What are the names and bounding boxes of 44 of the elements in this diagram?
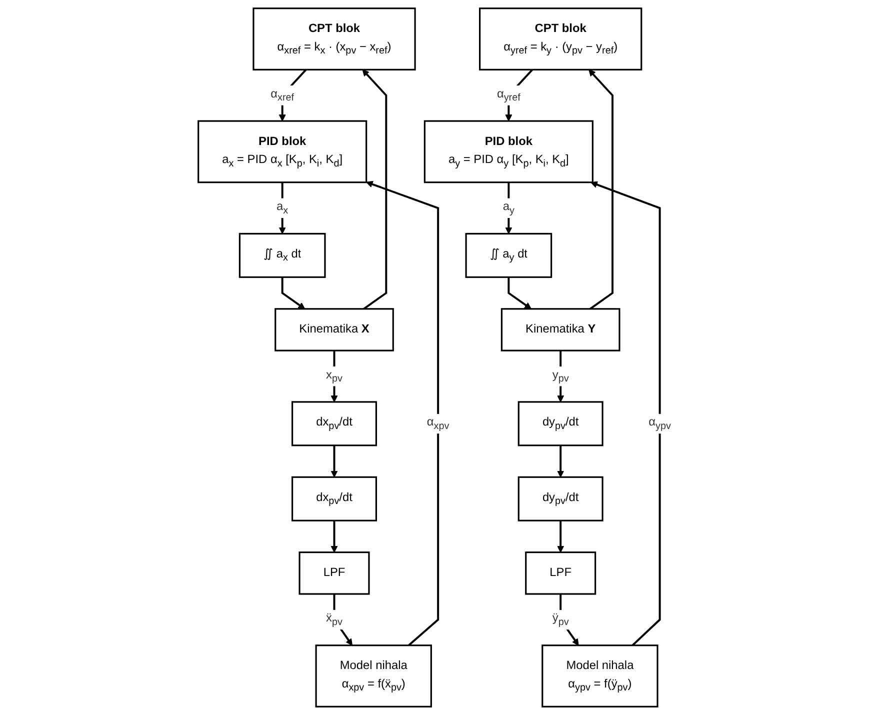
node-box: CPT blok α$_{xref}$ = k$_{x}$ · (x$_{pv}$ − x$_{ref}$): [253, 8, 416, 70]
node-box: LPF: [299, 552, 370, 595]
node-box: CPT blok α$_{yref}$ = k$_{y}$ · (y$_{pv}$ − y$_{ref}$): [479, 8, 642, 70]
node-box: dx$_{pv}$/dt: [292, 476, 378, 522]
node-box: Model nihala α$_{xpv}$ = f(ẍ$_{pv}$): [316, 644, 432, 708]
arrow: [279, 68, 308, 122]
arrow: [590, 181, 662, 646]
node-box: ∬ a$_{y}$ dt: [466, 232, 552, 278]
arrow: [366, 180, 440, 646]
arrow: [506, 68, 534, 122]
arrow: [331, 520, 338, 553]
arrow: [508, 277, 532, 310]
arrow: [557, 520, 564, 553]
node-box: dx$_{pv}$/dt: [292, 401, 378, 446]
edge-label: α$_{xref}$: [270, 87, 294, 103]
edge-label: α$_{yref}$: [497, 87, 521, 103]
arrow: [282, 277, 306, 310]
edge-label: a$_{y}$: [503, 200, 515, 216]
arrow: [588, 69, 614, 310]
edge-label: x$_{pv}$: [326, 368, 343, 384]
edge-label: α$_{xpv}$: [427, 415, 450, 432]
edge-label: y$_{pv}$: [552, 368, 570, 384]
arrow: [557, 350, 564, 402]
node-box: dy$_{pv}$/dt: [518, 476, 604, 522]
node-box: PID blok a$_{x}$ = PID α$_{x}$ [K$_{p}$, K$_{i}$, K$_{d}$]: [198, 120, 368, 184]
edge-label: a$_{x}$: [276, 200, 288, 216]
arrow: [331, 350, 338, 402]
arrow: [362, 69, 388, 310]
node-box: dy$_{pv}$/dt: [518, 401, 604, 446]
edge-label: ẍ$_{pv}$: [326, 611, 343, 628]
edge-label: ÿ$_{pv}$: [552, 611, 570, 628]
arrow: [557, 445, 564, 478]
arrow: [331, 445, 338, 478]
node-box: Kinematika X: [274, 308, 394, 352]
node-box: LPF: [525, 552, 596, 595]
arrow: [506, 182, 512, 234]
node-box: ∬ a$_{x}$ dt: [239, 232, 326, 278]
node-box: Kinematika Y: [501, 308, 621, 352]
edge-label: α$_{ypv}$: [648, 415, 672, 432]
node-box: PID blok a$_{y}$ = PID α$_{y}$ [K$_{p}$, K$_{i}$, K$_{d}$]: [424, 120, 594, 184]
arrow: [560, 594, 580, 646]
arrow: [279, 182, 286, 234]
node-box: Model nihala α$_{ypv}$ = f(ÿ$_{pv}$): [542, 644, 659, 708]
arrow: [334, 594, 353, 646]
